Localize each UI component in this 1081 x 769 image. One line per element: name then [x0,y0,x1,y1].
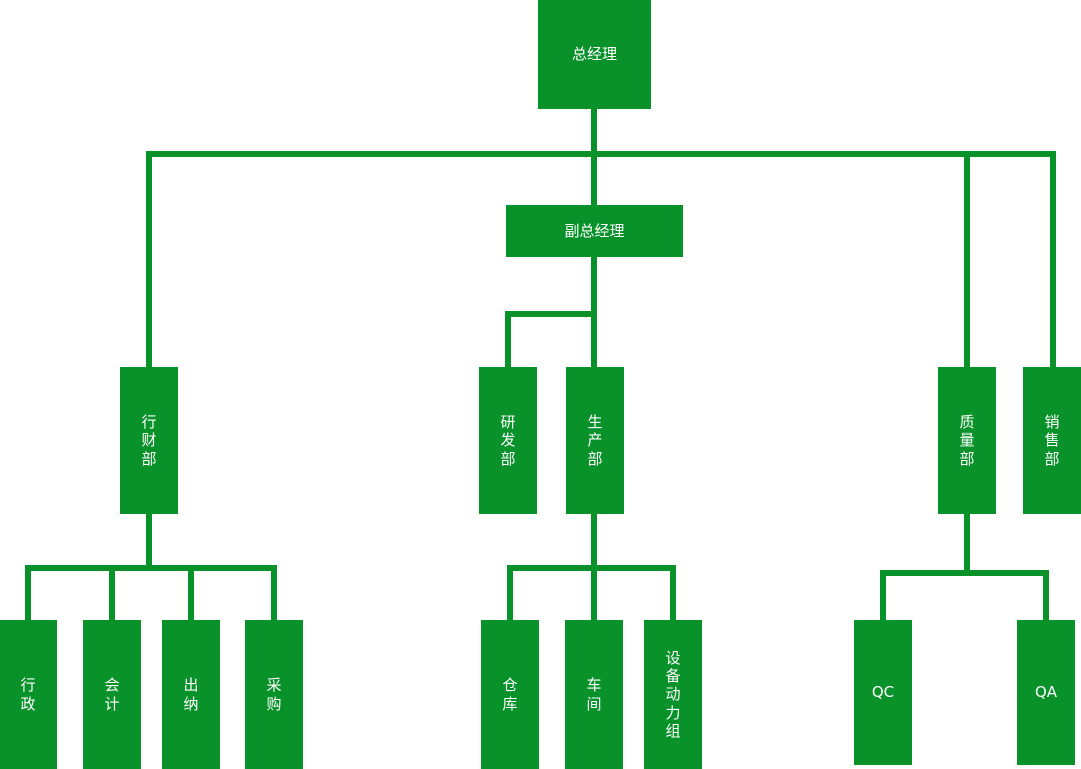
connector-main-bus [148,151,1054,157]
node-admin-finance-dept[interactable]: 行 财 部 [120,367,178,514]
node-deputy-general-manager[interactable]: 副总经理 [506,205,683,257]
connector-bus-to-administration [25,565,31,622]
connector-bus-to-purchasing [271,565,277,622]
connector-gm-down [591,108,597,157]
connector-admin-finance-bus [25,565,277,571]
connector-bus-to-workshop [591,565,597,622]
node-cashier-label: 出 纳 [183,676,199,713]
connector-bus-to-rd [505,311,511,368]
node-qc-label: QC [871,683,895,702]
node-sales-dept-label: 销 售 部 [1044,413,1060,468]
node-accounting-label: 会 计 [104,676,120,713]
node-workshop-label: 车 间 [586,676,602,713]
connector-bus-to-admin-finance [146,151,152,368]
node-warehouse-label: 仓 库 [502,676,518,713]
node-workshop[interactable]: 车 间 [565,620,623,769]
connector-bus-to-warehouse [507,565,513,622]
node-general-manager-label: 总经理 [571,45,617,64]
connector-bus-to-accounting [109,565,115,622]
connector-quality-bus [880,570,1049,576]
node-general-manager[interactable]: 总经理 [538,0,651,109]
node-rd-dept[interactable]: 研 发 部 [479,367,537,514]
connector-bus-to-deputy-gm [591,151,597,206]
node-purchasing[interactable]: 采 购 [245,620,303,769]
connector-production-down [591,513,597,570]
node-equipment-power-group-label: 设 备 动 力 组 [665,648,681,740]
connector-bus-to-sales [1050,151,1056,368]
connector-quality-down [964,513,970,573]
node-production-dept-label: 生 产 部 [587,413,603,468]
connector-bus-to-qc [880,570,886,622]
node-accounting[interactable]: 会 计 [83,620,141,769]
connector-deputy-bus [505,311,597,317]
node-rd-dept-label: 研 发 部 [500,413,516,468]
node-qa-label: QA [1034,683,1058,702]
node-qc[interactable]: QC [854,620,912,765]
node-sales-dept[interactable]: 销 售 部 [1023,367,1081,514]
node-administration-label: 行 政 [20,676,36,713]
connector-admin-finance-down [146,513,152,570]
node-equipment-power-group[interactable]: 设 备 动 力 组 [644,620,702,769]
node-qa[interactable]: QA [1017,620,1075,765]
node-cashier[interactable]: 出 纳 [162,620,220,769]
node-administration[interactable]: 行 政 [0,620,57,769]
connector-bus-to-qa [1043,570,1049,622]
node-quality-dept[interactable]: 质 量 部 [938,367,996,514]
connector-bus-to-cashier [188,565,194,622]
node-warehouse[interactable]: 仓 库 [481,620,539,769]
node-production-dept[interactable]: 生 产 部 [566,367,624,514]
node-admin-finance-dept-label: 行 财 部 [141,413,157,468]
node-deputy-general-manager-label: 副总经理 [564,221,625,240]
connector-bus-to-equipment-power [670,565,676,622]
node-quality-dept-label: 质 量 部 [959,413,975,468]
node-purchasing-label: 采 购 [266,676,282,713]
connector-bus-to-quality [964,151,970,368]
